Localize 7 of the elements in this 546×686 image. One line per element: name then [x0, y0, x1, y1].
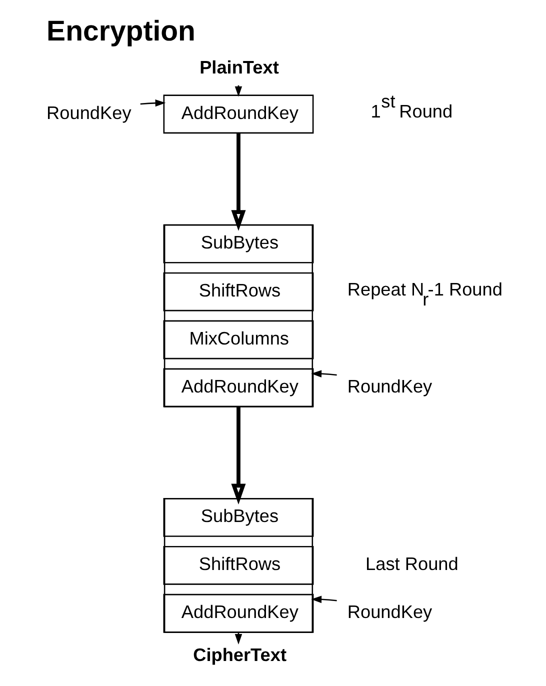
diagram-title: Encryption: [46, 15, 195, 48]
node-text: PlainText: [199, 58, 278, 78]
node-label: Last Round: [365, 554, 458, 574]
node-text: RoundKey: [46, 102, 131, 123]
node-text: RoundKey: [346, 376, 432, 397]
node-text: CipherText: [192, 644, 286, 665]
node-text: RoundKey: [346, 602, 432, 622]
